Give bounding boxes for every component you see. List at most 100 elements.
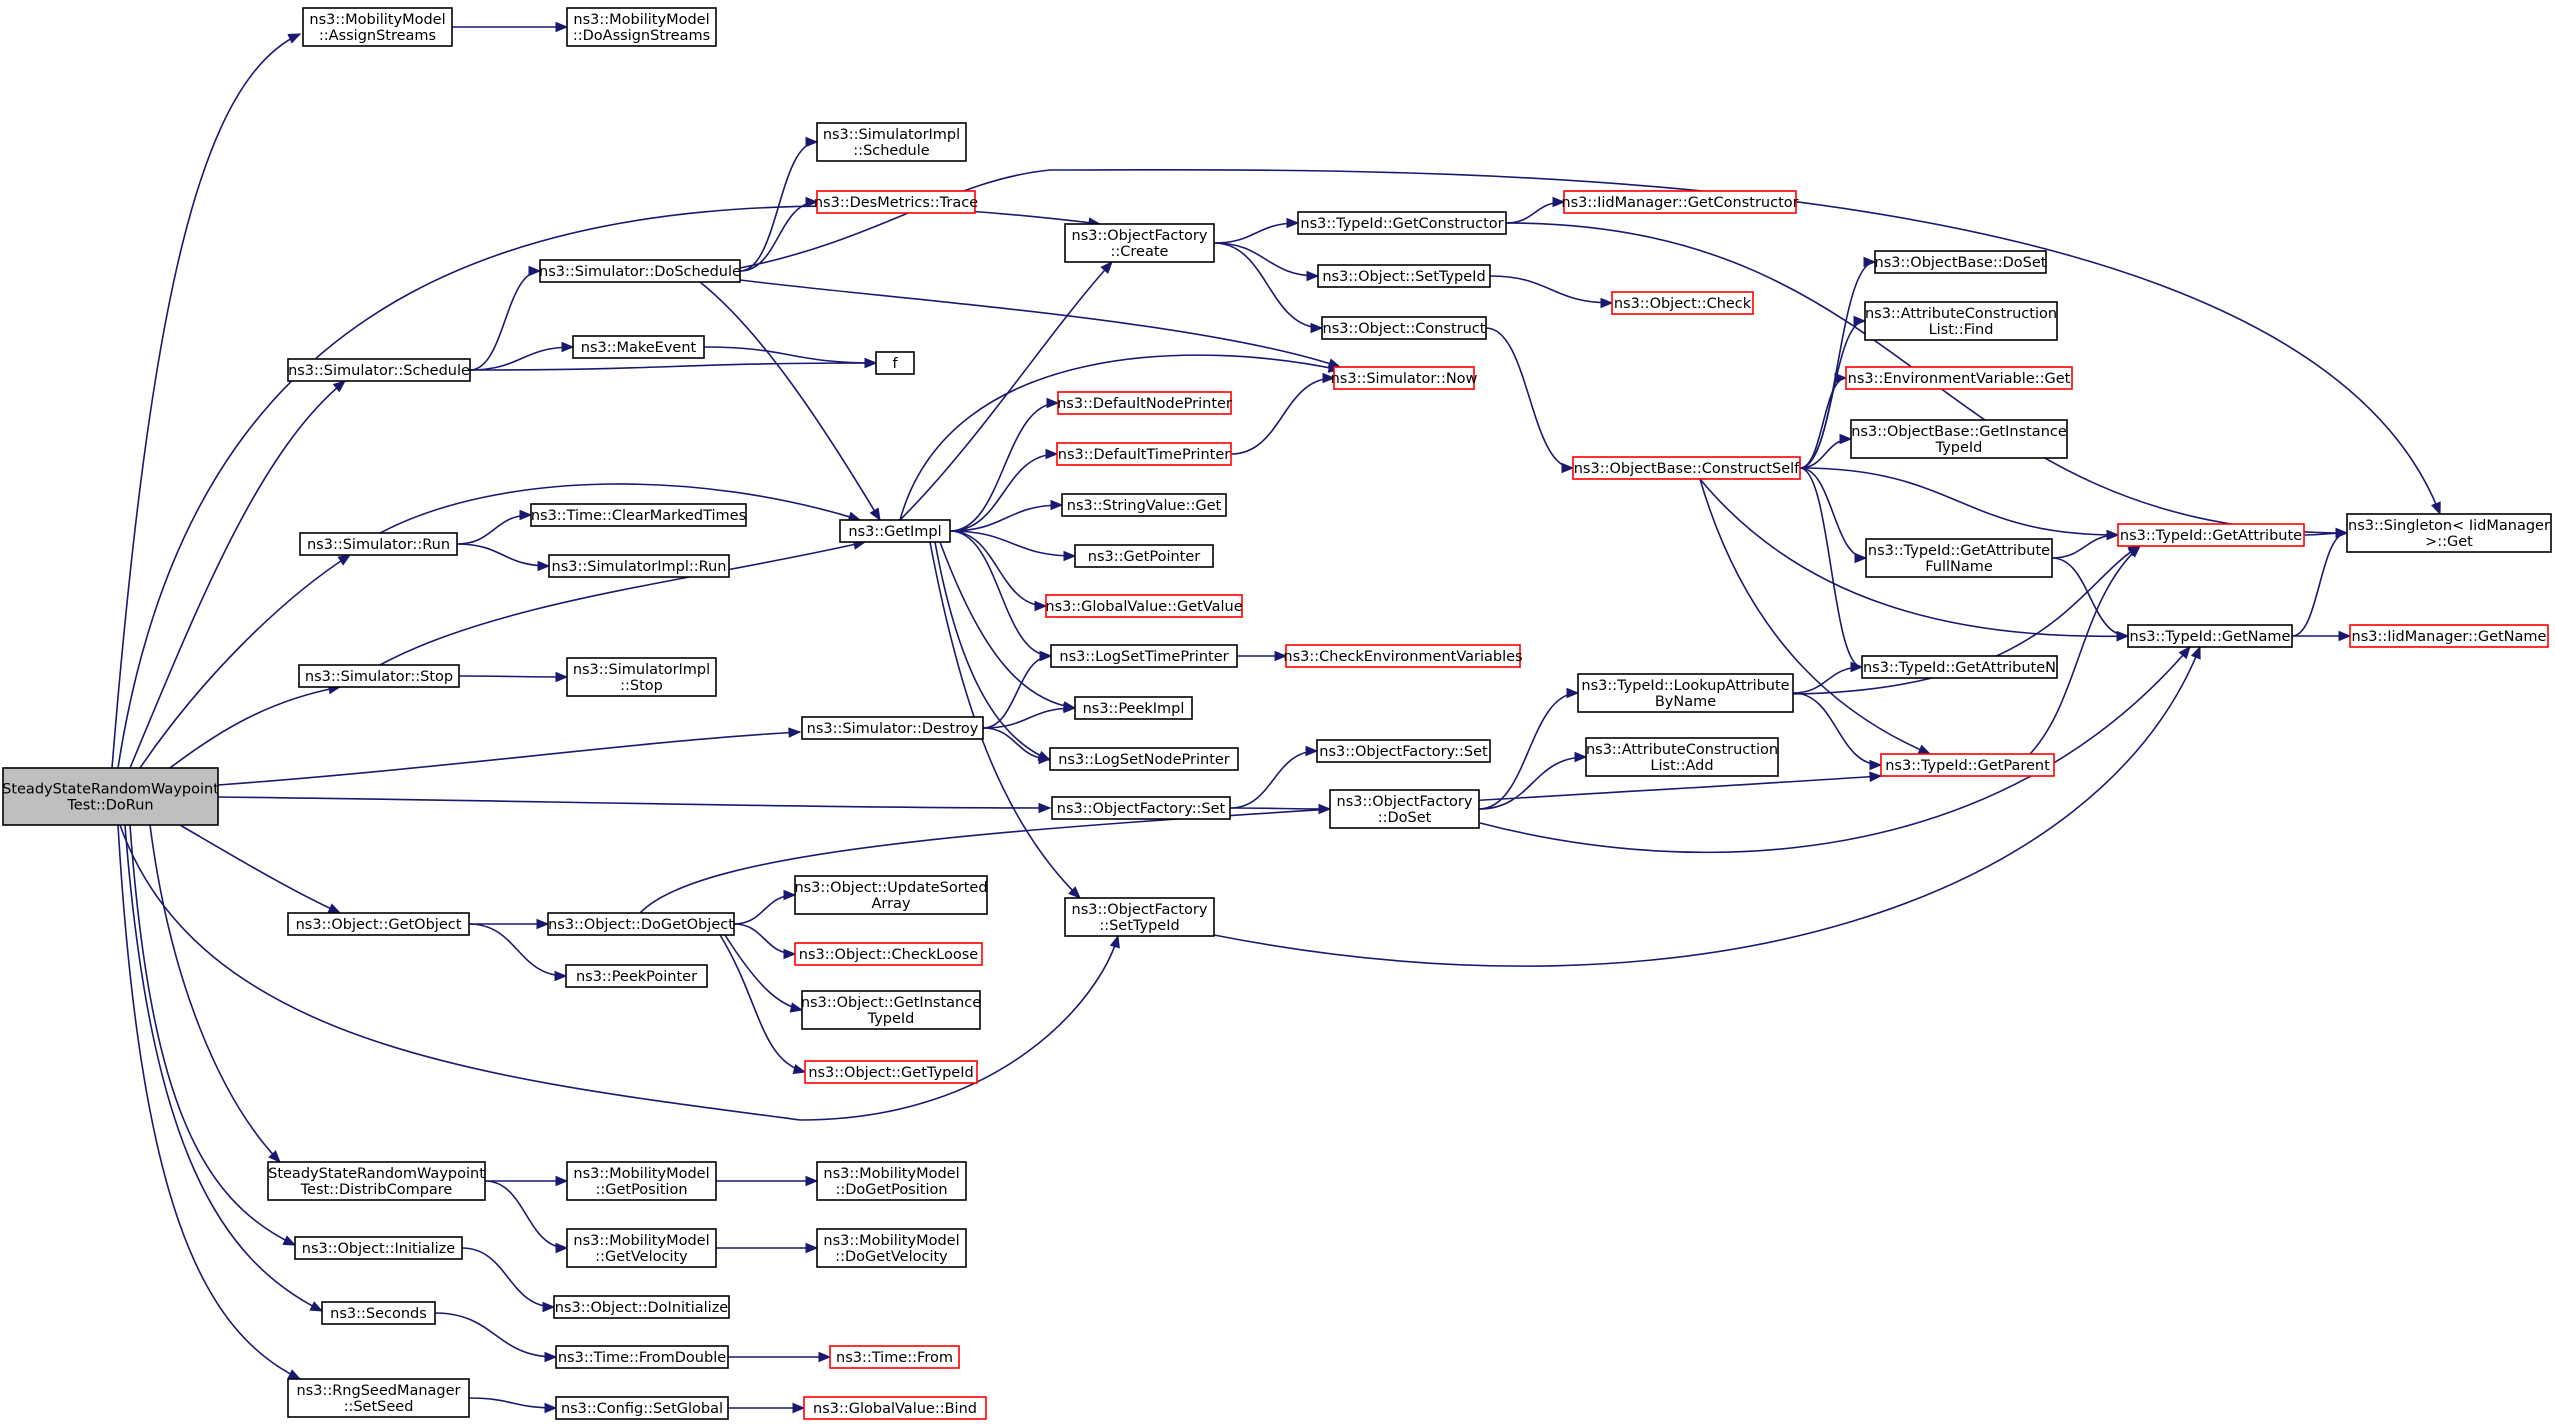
- node-box[interactable]: [794, 942, 983, 966]
- node-box[interactable]: [267, 1161, 486, 1201]
- function-node-time-fromdouble[interactable]: ns3::Time::FromDouble: [555, 1345, 729, 1369]
- function-node-mm-dogetvelocity[interactable]: ns3::MobilityModel::DoGetVelocity: [816, 1228, 967, 1268]
- node-box[interactable]: [1074, 696, 1193, 720]
- function-node-sim-stop[interactable]: ns3::Simulator::Stop: [298, 664, 460, 688]
- node-box[interactable]: [1064, 223, 1215, 263]
- node-box[interactable]: [555, 1396, 729, 1420]
- node-box[interactable]: [816, 1161, 967, 1201]
- function-node-obj-check[interactable]: ns3::Object::Check: [1611, 291, 1754, 315]
- function-node-obj-initialize[interactable]: ns3::Object::Initialize: [294, 1236, 463, 1260]
- node-box[interactable]: [2, 767, 219, 826]
- function-node-tid-getparent[interactable]: ns3::TypeId::GetParent: [1880, 753, 2055, 777]
- function-node-sim-schedule[interactable]: ns3::Simulator::Schedule: [287, 358, 471, 382]
- node-box[interactable]: [287, 358, 471, 382]
- function-node-of-set-b[interactable]: ns3::ObjectFactory::Set: [1316, 739, 1491, 763]
- function-node-of-create[interactable]: ns3::ObjectFactory::Create: [1064, 223, 1215, 263]
- function-node-obj-doinitialize[interactable]: ns3::Object::DoInitialize: [553, 1295, 730, 1319]
- node-box[interactable]: [566, 1161, 717, 1201]
- function-node-mm-getvelocity[interactable]: ns3::MobilityModel::GetVelocity: [566, 1228, 717, 1268]
- node-box[interactable]: [839, 519, 951, 543]
- node-box[interactable]: [1585, 737, 1779, 777]
- node-box[interactable]: [555, 1345, 729, 1369]
- node-box[interactable]: [1864, 301, 2058, 341]
- function-node-mm-getposition[interactable]: ns3::MobilityModel::GetPosition: [566, 1161, 717, 1201]
- node-box[interactable]: [1577, 673, 1794, 713]
- node-box[interactable]: [539, 259, 741, 283]
- node-box[interactable]: [1845, 366, 2073, 390]
- node-box[interactable]: [287, 1378, 470, 1418]
- function-node-obj-dogetobject[interactable]: ns3::Object::DoGetObject: [547, 912, 735, 936]
- function-node-makeevent[interactable]: ns3::MakeEvent: [572, 335, 705, 359]
- node-box[interactable]: [1333, 366, 1475, 390]
- function-node-tid-getname[interactable]: ns3::TypeId::GetName: [2127, 624, 2293, 648]
- node-box[interactable]: [1049, 747, 1239, 771]
- function-node-defaulttimeprinter[interactable]: ns3::DefaultTimePrinter: [1056, 442, 1232, 466]
- function-node-iid-getconstructor[interactable]: ns3::IidManager::GetConstructor: [1561, 190, 1799, 214]
- function-node-globalvalue-bind[interactable]: ns3::GlobalValue::Bind: [803, 1396, 987, 1420]
- function-node-stringvalue-get[interactable]: ns3::StringValue::Get: [1061, 493, 1227, 517]
- function-node-getpointer[interactable]: ns3::GetPointer: [1074, 544, 1214, 568]
- function-node-config-setglobal[interactable]: ns3::Config::SetGlobal: [555, 1396, 729, 1420]
- node-box[interactable]: [804, 1060, 978, 1084]
- function-node-time-from[interactable]: ns3::Time::From: [829, 1345, 960, 1369]
- node-box[interactable]: [1045, 594, 1243, 618]
- function-node-sim-now[interactable]: ns3::Simulator::Now: [1331, 366, 1478, 390]
- function-node-time-clearmarkedtimes[interactable]: ns3::Time::ClearMarkedTimes: [530, 503, 747, 527]
- function-node-getimpl[interactable]: ns3::GetImpl: [839, 519, 951, 543]
- function-node-tid-getattributen[interactable]: ns3::TypeId::GetAttributeN: [1861, 655, 2058, 679]
- node-box[interactable]: [1297, 211, 1507, 235]
- node-box[interactable]: [1611, 291, 1754, 315]
- node-box[interactable]: [1880, 753, 2055, 777]
- function-node-envvar-get[interactable]: ns3::EnvironmentVariable::Get: [1845, 366, 2073, 390]
- function-node-of-set-a[interactable]: ns3::ObjectFactory::Set: [1051, 796, 1231, 820]
- node-box[interactable]: [801, 990, 981, 1030]
- node-box[interactable]: [1316, 739, 1491, 763]
- function-node-f[interactable]: f: [875, 351, 915, 375]
- function-node-obj-getobject[interactable]: ns3::Object::GetObject: [287, 912, 470, 936]
- node-box[interactable]: [2127, 624, 2293, 648]
- node-box[interactable]: [794, 875, 988, 915]
- function-node-mm-assign[interactable]: ns3::MobilityModel::AssignStreams: [302, 7, 453, 47]
- node-box[interactable]: [2349, 624, 2549, 648]
- node-box[interactable]: [801, 716, 984, 740]
- node-box[interactable]: [1074, 544, 1214, 568]
- function-node-tid-getattribute[interactable]: ns3::TypeId::GetAttribute: [2117, 523, 2305, 547]
- node-box[interactable]: [816, 1228, 967, 1268]
- node-box[interactable]: [1056, 442, 1232, 466]
- node-box[interactable]: [302, 7, 453, 47]
- node-box[interactable]: [321, 1301, 436, 1325]
- function-node-logsetnodeprinter[interactable]: ns3::LogSetNodePrinter: [1049, 747, 1239, 771]
- node-box[interactable]: [1321, 316, 1487, 340]
- function-node-tid-getconstructor[interactable]: ns3::TypeId::GetConstructor: [1297, 211, 1507, 235]
- function-node-sim-run[interactable]: ns3::Simulator::Run: [299, 532, 458, 556]
- node-box[interactable]: [1050, 644, 1238, 668]
- function-node-si-schedule[interactable]: ns3::SimulatorImpl::Schedule: [816, 122, 967, 162]
- node-box[interactable]: [1563, 190, 1797, 214]
- function-node-iid-getname[interactable]: ns3::IidManager::GetName: [2349, 624, 2549, 648]
- function-node-defaultnodeprinter[interactable]: ns3::DefaultNodePrinter: [1057, 391, 1232, 415]
- node-box[interactable]: [829, 1345, 960, 1369]
- function-node-si-stop[interactable]: ns3::SimulatorImpl::Stop: [566, 657, 717, 697]
- function-node-sim-destroy[interactable]: ns3::Simulator::Destroy: [801, 716, 984, 740]
- node-box[interactable]: [565, 964, 708, 988]
- function-node-checkenvvars[interactable]: ns3::CheckEnvironmentVariables: [1283, 644, 1523, 668]
- function-node-singleton-get[interactable]: ns3::Singleton< IidManager>::Get: [2346, 513, 2552, 553]
- function-node-seconds[interactable]: ns3::Seconds: [321, 1301, 436, 1325]
- function-node-distribcompare[interactable]: SteadyStateRandomWaypointTest::DistribCo…: [267, 1161, 486, 1201]
- node-box[interactable]: [1329, 789, 1480, 829]
- function-node-peekimpl[interactable]: ns3::PeekImpl: [1074, 696, 1193, 720]
- function-node-obj-gettypeid[interactable]: ns3::Object::GetTypeId: [804, 1060, 978, 1084]
- node-box[interactable]: [1865, 538, 2053, 578]
- node-box[interactable]: [1061, 493, 1227, 517]
- node-box[interactable]: [566, 657, 717, 697]
- function-node-obj-construct[interactable]: ns3::Object::Construct: [1321, 316, 1487, 340]
- node-box[interactable]: [816, 190, 976, 214]
- node-box[interactable]: [2346, 513, 2552, 553]
